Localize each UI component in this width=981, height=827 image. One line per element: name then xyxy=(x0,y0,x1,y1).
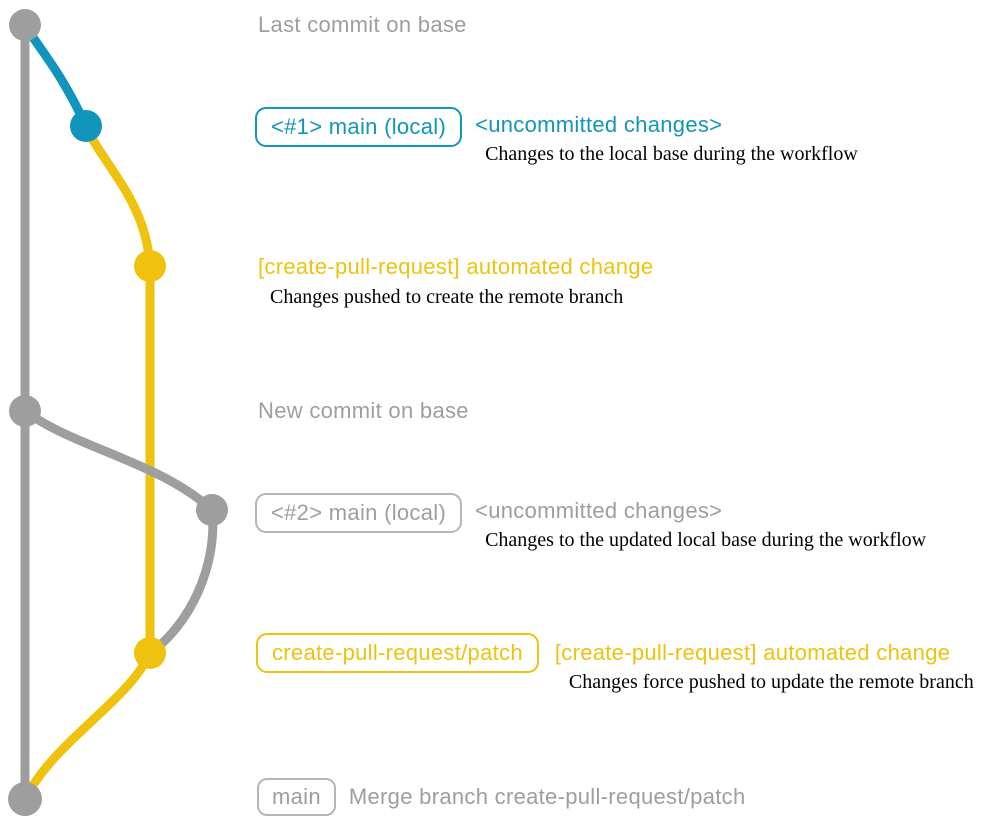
patch-branch-line xyxy=(81,121,155,658)
merge-commit-title: Merge branch create-pull-request/patch xyxy=(348,784,746,809)
commit-node-patch-1 xyxy=(134,250,166,282)
branch-label-main-local-2: <#2> main (local) xyxy=(255,493,463,533)
new-commit-note: New commit on base xyxy=(258,398,469,423)
uncommitted-changes-title-1: <uncommitted changes> xyxy=(475,112,723,137)
branch-label-main: main xyxy=(257,778,336,816)
patch-merge-line xyxy=(20,648,155,804)
commit-node-new-base xyxy=(9,395,41,427)
main-local-1-branch-line xyxy=(20,20,91,131)
row-merge: main Merge branch create-pull-request/pa… xyxy=(257,778,746,816)
row-patch-2: create-pull-request/patch [create-pull-r… xyxy=(256,633,974,694)
row-patch-1: [create-pull-request] automated change C… xyxy=(258,254,653,309)
row-local-1: <#1> main (local) <uncommitted changes> … xyxy=(255,107,858,166)
branch-label-main-local-1: <#1> main (local) xyxy=(255,107,463,147)
commit-node-last-base xyxy=(9,9,41,41)
automated-change-desc-2: Changes force pushed to update the remot… xyxy=(568,671,974,693)
commit-node-local-2 xyxy=(196,494,228,526)
main-local-2-merge-line xyxy=(145,505,218,658)
row-local-2: <#2> main (local) <uncommitted changes> … xyxy=(255,493,926,552)
main-local-2-branch-line xyxy=(20,406,217,515)
uncommitted-changes-desc-2: Changes to the updated local base during… xyxy=(485,529,927,551)
commit-node-patch-2 xyxy=(134,637,166,669)
git-graph xyxy=(8,9,228,816)
automated-change-desc-1: Changes pushed to create the remote bran… xyxy=(270,286,624,308)
commit-node-local-1 xyxy=(70,110,102,142)
commit-node-merge xyxy=(8,782,42,816)
last-commit-note: Last commit on base xyxy=(258,12,467,37)
branch-label-patch: create-pull-request/patch xyxy=(256,633,539,673)
automated-change-title-1: [create-pull-request] automated change xyxy=(258,254,654,279)
uncommitted-changes-desc-1: Changes to the local base during the wor… xyxy=(485,143,858,165)
automated-change-title-2: [create-pull-request] automated change xyxy=(554,640,951,665)
uncommitted-changes-title-2: <uncommitted changes> xyxy=(475,498,723,523)
